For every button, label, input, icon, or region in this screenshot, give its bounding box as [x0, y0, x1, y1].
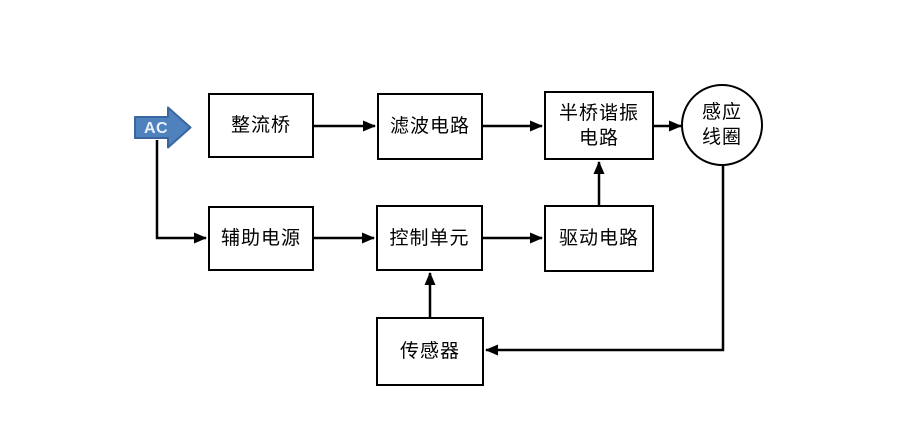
block-label: 线圈 — [701, 127, 742, 148]
ac-input-label: AC — [144, 120, 168, 137]
block-label: 电路 — [578, 127, 619, 149]
block-label: 感应 — [701, 102, 742, 123]
block-filter-circuit: 滤波电路 — [377, 93, 483, 160]
block-label: 辅助电源 — [220, 228, 301, 249]
block-label: 半桥谐振 — [558, 102, 639, 124]
block-label: 控制单元 — [389, 227, 470, 249]
ac-input-arrow: AC — [134, 106, 192, 149]
ac-block-arrow-shape — [134, 106, 192, 149]
connector-coil-to-sensor — [485, 164, 725, 356]
block-control-unit: 控制单元 — [376, 205, 483, 271]
block-label: 整流桥 — [230, 115, 291, 136]
block-label: 驱动电路 — [558, 228, 639, 249]
block-label: 滤波电路 — [389, 116, 470, 137]
block-sensor: 传感器 — [376, 317, 484, 386]
block-half-bridge-resonant-circuit: 半桥谐振 电路 — [544, 91, 654, 160]
block-drive-circuit: 驱动电路 — [544, 205, 654, 272]
block-auxiliary-power-supply: 辅助电源 — [208, 206, 314, 271]
block-induction-coil: 感应 线圈 — [681, 84, 763, 166]
connector-ac-to-auxiliary — [155, 140, 207, 244]
block-rectifier-bridge: 整流桥 — [208, 93, 314, 158]
block-label: 传感器 — [399, 341, 460, 362]
